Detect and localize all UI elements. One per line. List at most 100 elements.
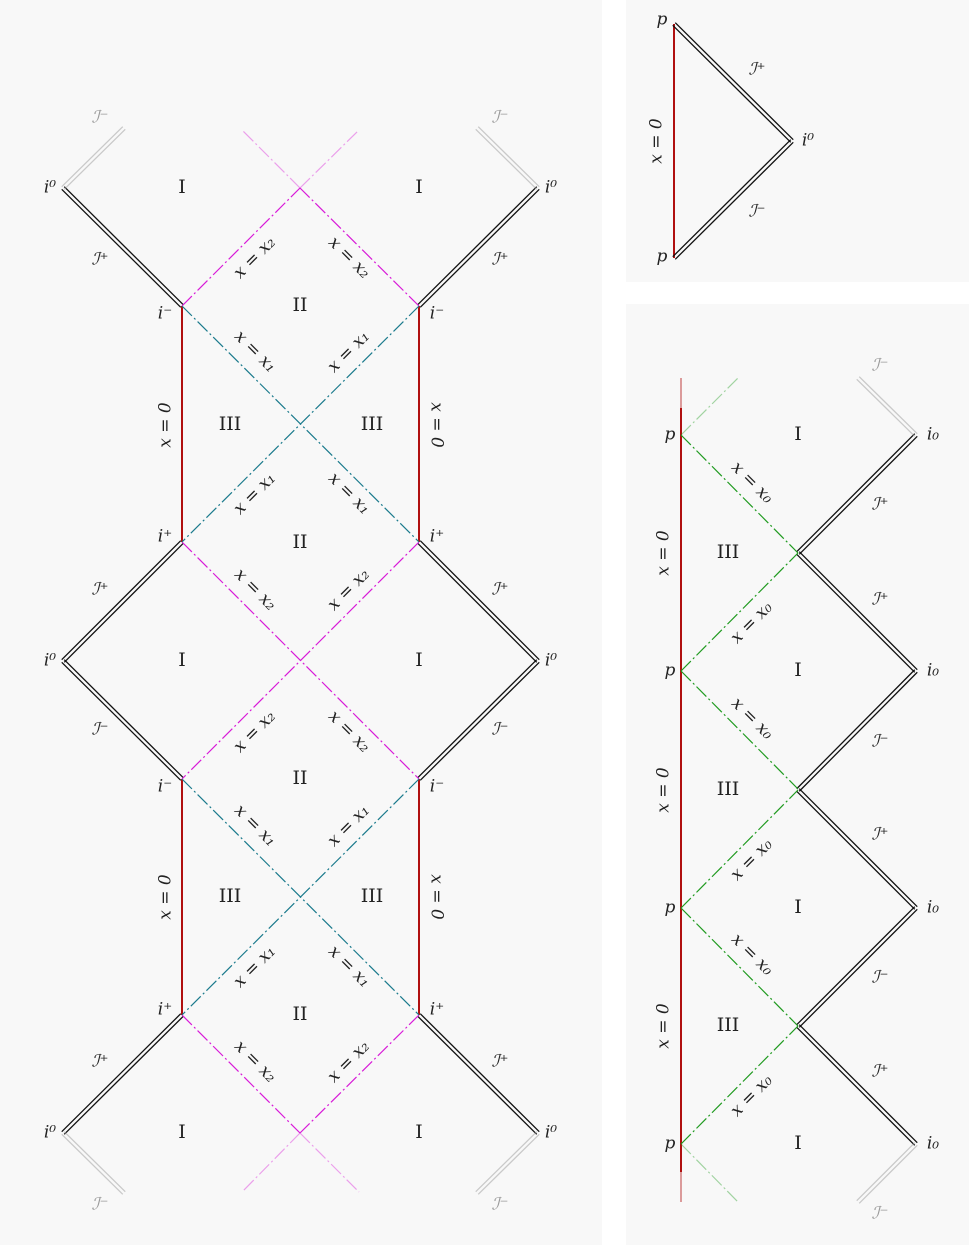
region-label: I: [794, 896, 802, 918]
scri-minus-line: [674, 141, 794, 260]
region-label: II: [292, 1003, 307, 1025]
scri-plus-line: [674, 22, 794, 141]
i-minus-label: i⁻: [158, 304, 172, 324]
scri-plus-line: [419, 540, 540, 661]
x2-label: x = x₂: [230, 1037, 280, 1087]
top-right-penrose-diagram-panel: [626, 0, 969, 282]
scri-plus-line: [796, 553, 916, 673]
x2-label: x = x₂: [324, 707, 374, 757]
region-label: III: [717, 778, 740, 800]
i0-label: i⁰: [44, 651, 56, 671]
i0-label: i⁰: [545, 1123, 557, 1143]
scri-minus-line: [61, 661, 182, 781]
x1-label: x = x₁: [324, 801, 374, 851]
scri-plus-line: [798, 551, 918, 671]
scri-minus-label: ℐ⁻: [492, 1195, 509, 1215]
x2-line: [299, 1014, 420, 1134]
scri-plus-line: [798, 788, 918, 908]
scri-plus-line: [61, 540, 182, 661]
scri-plus-line: [63, 542, 184, 663]
region-label: III: [361, 413, 384, 435]
region-label: I: [415, 1121, 423, 1143]
x0-line: [680, 1025, 799, 1145]
axis-label: x = 0: [654, 1003, 674, 1049]
scri-minus-label: ℐ⁻: [872, 1204, 889, 1224]
scri-minus-faded-line: [63, 128, 126, 190]
i0-label: i₀: [927, 898, 939, 918]
region-label: III: [717, 541, 740, 563]
scri-minus-line: [798, 908, 918, 1028]
p-label: p: [657, 247, 668, 267]
scri-plus-line: [61, 188, 182, 308]
x1-label: x = x₁: [230, 469, 280, 519]
i0-label: i⁰: [44, 178, 56, 198]
x2-faded-line: [299, 129, 360, 189]
scri-minus-line: [419, 661, 540, 781]
scri-plus-label: ℐ⁺: [492, 1052, 509, 1072]
region-label: III: [717, 1014, 740, 1036]
x2-faded-line: [241, 1132, 301, 1193]
x1-label: x = x₁: [230, 942, 280, 992]
scri-plus-line: [419, 188, 540, 308]
scri-plus-line: [798, 1024, 918, 1144]
region-label: III: [219, 885, 242, 907]
i0-label: i₀: [927, 425, 939, 445]
p-label: p: [657, 10, 668, 30]
region-label: I: [415, 649, 423, 671]
x2-line: [181, 541, 420, 780]
scri-minus-faded-line: [477, 1133, 540, 1195]
scri-plus-label: ℐ⁺: [872, 590, 889, 610]
x2-label: x = x₂: [324, 233, 374, 283]
i-plus-label: i⁺: [158, 1000, 172, 1020]
scri-plus-label: ℐ⁺: [492, 250, 509, 270]
x2-line: [181, 187, 301, 307]
x1-label: x = x₁: [324, 942, 374, 992]
x2-label: x = x₂: [230, 565, 280, 615]
i-minus-label: i⁻: [158, 777, 172, 797]
scri-minus-faded-line: [858, 376, 918, 435]
x1-label: x = x₁: [324, 469, 374, 519]
p-label: p: [665, 661, 676, 681]
x2-line: [299, 187, 420, 307]
x0-faded-line: [680, 377, 739, 436]
x0-label: x = x₀: [727, 458, 777, 508]
x1-label: x = x₁: [324, 327, 374, 377]
i-minus-label: i⁻: [430, 777, 444, 797]
i-plus-label: i⁺: [430, 1000, 444, 1020]
scri-minus-line: [417, 659, 538, 779]
scri-minus-faded-line: [856, 378, 916, 437]
scri-minus-label: ℐ⁻: [492, 720, 509, 740]
region-label: III: [219, 413, 242, 435]
i-plus-label: i⁺: [430, 527, 444, 547]
scri-plus-line: [63, 1015, 184, 1135]
region-label: I: [794, 423, 802, 445]
axis-label: x = 0: [156, 402, 176, 448]
p-label: p: [665, 425, 676, 445]
x0-label: x = x₀: [727, 694, 777, 744]
x2-line: [181, 1014, 301, 1134]
x0-line: [680, 670, 799, 790]
i-plus-label: i⁺: [158, 527, 172, 547]
region-label: I: [178, 176, 186, 198]
i0-label: i₀: [927, 661, 939, 681]
region-label: III: [361, 885, 384, 907]
x2-label: x = x₂: [324, 1036, 374, 1086]
scri-minus-faded-line: [477, 126, 540, 188]
i-minus-label: i⁻: [430, 304, 444, 324]
scri-minus-label: ℐ⁻: [872, 968, 889, 988]
i0-label: i⁰: [802, 131, 814, 151]
scri-plus-line: [63, 186, 184, 306]
p-label: p: [665, 898, 676, 918]
scri-minus-label: ℐ⁻: [92, 108, 109, 128]
scri-plus-label: ℐ⁺: [92, 250, 109, 270]
scri-minus-faded-line: [856, 1142, 916, 1202]
region-label: I: [415, 176, 423, 198]
axis-label: x = 0: [427, 874, 447, 920]
scri-plus-label: ℐ⁺: [92, 580, 109, 600]
x1-label: x = x₁: [230, 801, 280, 851]
scri-minus-label: ℐ⁻: [872, 356, 889, 376]
scri-plus-label: ℐ⁺: [492, 580, 509, 600]
x1-line: [181, 305, 420, 543]
region-label: I: [794, 1132, 802, 1154]
i0-label: i₀: [927, 1134, 939, 1154]
